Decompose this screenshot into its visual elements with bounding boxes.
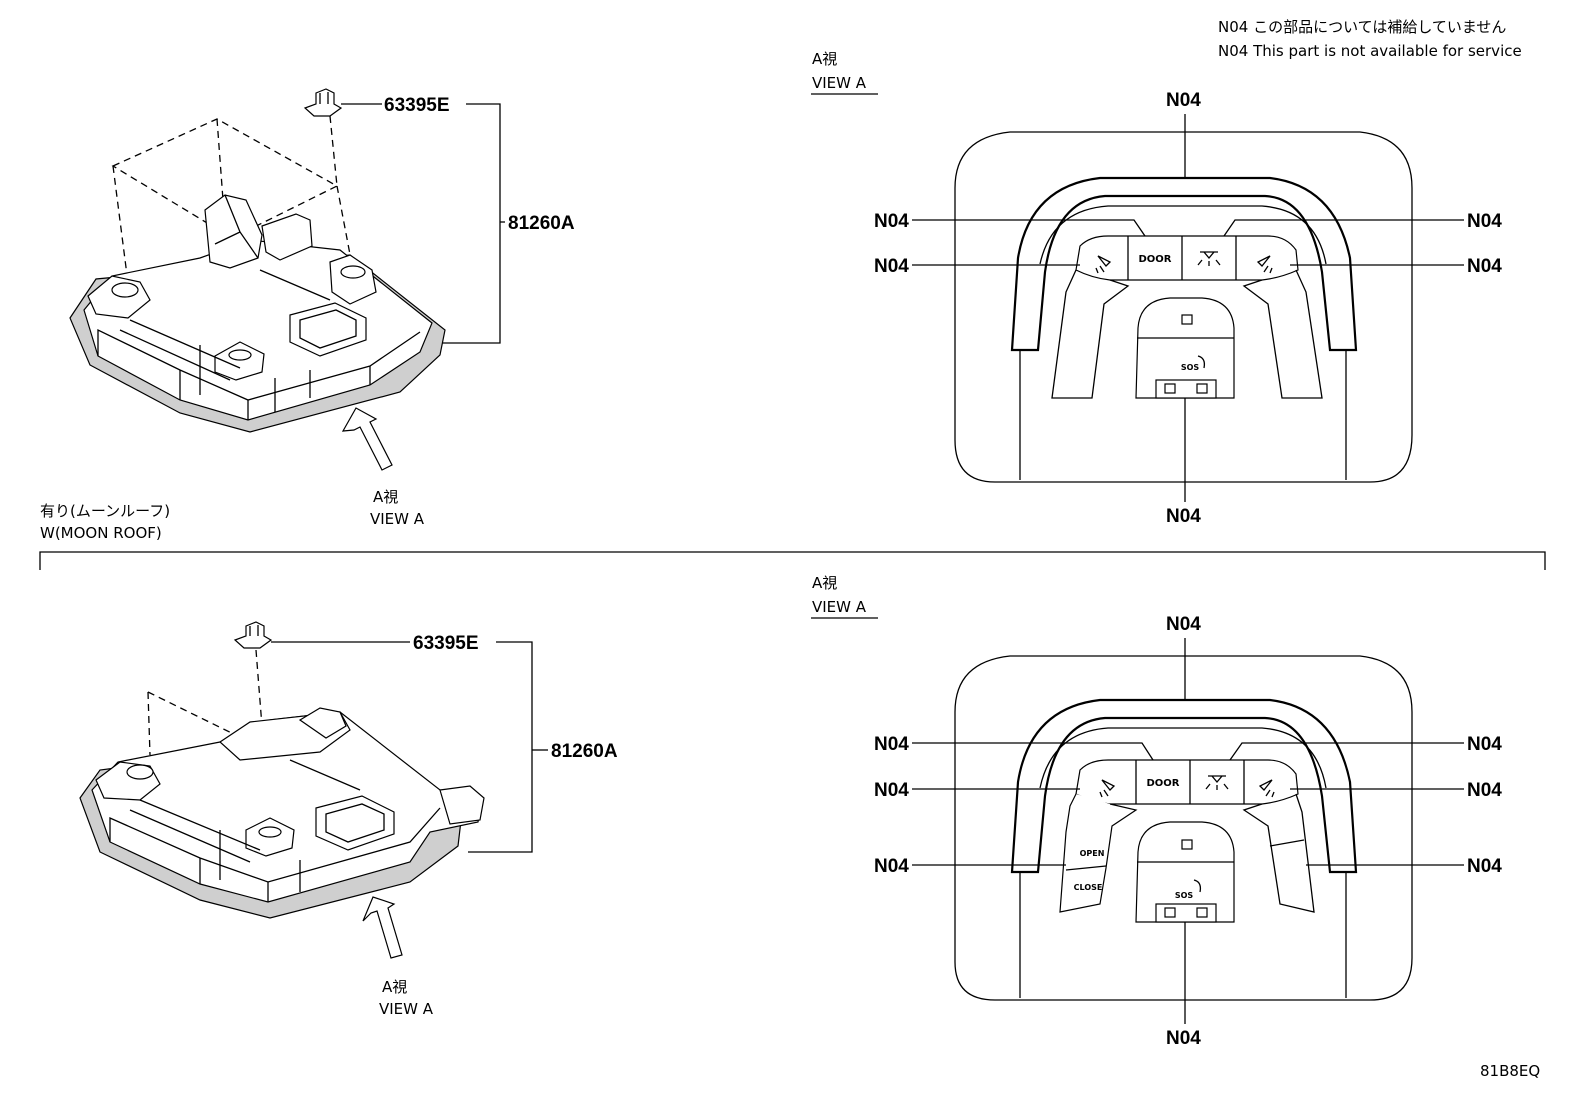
bottom-callout-top: N04 [1166, 614, 1201, 635]
bottom-callout-right-2: N04 [1467, 780, 1502, 801]
section-label-jp: 有り(ムーンルーフ) [40, 502, 170, 520]
bottom-clip-icon [233, 621, 273, 649]
bottom-arrow-label-en: VIEW A [379, 1000, 434, 1018]
top-callouts: N04 N04 N04 N04 N04 N04 [874, 90, 1502, 527]
top-callout-top: N04 [1166, 90, 1201, 111]
bottom-callout-left-2: N04 [874, 780, 909, 801]
top-part-81260a: 81260A [508, 213, 575, 234]
bottom-view-title-en: VIEW A [812, 598, 867, 616]
top-lamp-icon [1197, 251, 1221, 266]
bottom-sos-indicator-icon [1181, 839, 1193, 850]
top-sos-button-label: SOS [1181, 363, 1200, 372]
top-view-title-en: VIEW A [812, 74, 867, 92]
top-view-title-jp: A視 [812, 50, 837, 68]
bottom-view-arrow-icon [362, 896, 403, 959]
bottom-arrow-label-jp: A視 [382, 978, 407, 996]
bottom-callout-left-1: N04 [874, 734, 909, 755]
top-console-view: DOOR SOS [954, 131, 1413, 483]
top-door-button-label: DOOR [1138, 254, 1171, 265]
top-callout-left-upper: N04 [874, 211, 909, 232]
bottom-door-button-label: DOOR [1146, 778, 1179, 789]
bottom-lamp-assembly: 63395E 81260A [79, 621, 618, 919]
top-sos-indicator-icon [1181, 314, 1193, 325]
top-callout-right-lower: N04 [1467, 256, 1502, 277]
bottom-sos-button-label: SOS [1175, 891, 1194, 900]
section-divider [39, 551, 1546, 570]
bottom-console-view: DOOR OPEN CLOSE SOS [954, 655, 1413, 1001]
top-view-arrow-icon [341, 407, 393, 471]
figure-id: 81B8EQ [1480, 1062, 1540, 1080]
top-callout-bottom: N04 [1166, 506, 1201, 527]
bottom-lamp-icon [1205, 775, 1229, 790]
top-right-map-lamp-icon [1256, 255, 1273, 274]
note-jp: N04 この部品については補給していません [1218, 18, 1506, 36]
bottom-callout-bottom: N04 [1166, 1028, 1201, 1049]
bottom-close-button-label: CLOSE [1074, 883, 1103, 892]
top-clip-icon [303, 88, 343, 117]
top-callout-left-lower: N04 [874, 256, 909, 277]
bottom-left-map-lamp-icon [1099, 779, 1116, 798]
bottom-callouts: N04 N04 N04 N04 N04 N04 N04 N04 [874, 614, 1502, 1049]
bottom-part-81260a: 81260A [551, 741, 618, 762]
bottom-open-button-label: OPEN [1080, 849, 1105, 858]
top-left-map-lamp-icon [1095, 255, 1112, 274]
bottom-callout-left-3: N04 [874, 856, 909, 877]
bottom-view-title-jp: A視 [812, 574, 837, 592]
top-part-63395e: 63395E [384, 95, 450, 116]
top-arrow-label-en: VIEW A [370, 510, 425, 528]
bottom-callout-right-1: N04 [1467, 734, 1502, 755]
section-label-en: W(MOON ROOF) [40, 524, 162, 542]
bottom-part-63395e: 63395E [413, 633, 479, 654]
top-arrow-label-jp: A視 [373, 488, 398, 506]
top-callout-right-upper: N04 [1467, 211, 1502, 232]
top-lamp-assembly: 63395E 81260A [69, 88, 575, 433]
bottom-right-map-lamp-icon [1258, 779, 1275, 798]
note-en: N04 This part is not available for servi… [1218, 42, 1522, 60]
bottom-callout-right-3: N04 [1467, 856, 1502, 877]
